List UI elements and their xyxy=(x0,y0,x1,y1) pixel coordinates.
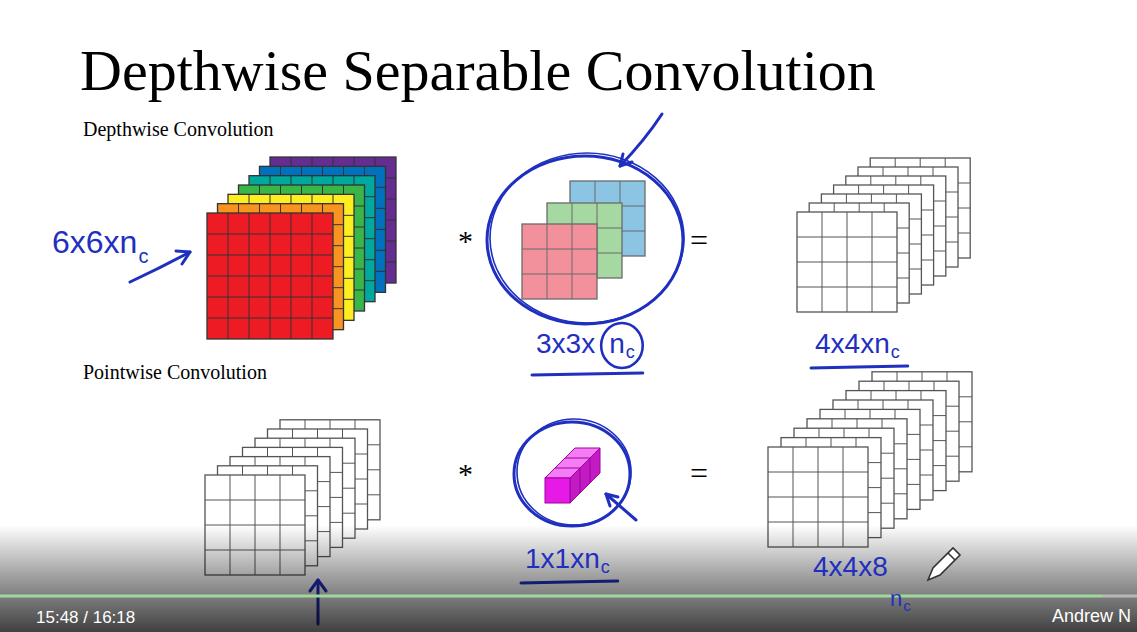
dimension-label: n xyxy=(609,330,625,358)
pencil-cursor xyxy=(928,548,960,580)
dimension-label: 4x4xn xyxy=(815,330,890,358)
annotation-arrow xyxy=(620,114,662,166)
dimension-label: 6x6xn xyxy=(52,226,137,258)
dimension-label: 4x4x8 xyxy=(813,553,888,581)
annotation-underline xyxy=(532,373,643,375)
output-volume-grid-line xyxy=(872,212,873,312)
section-heading: Pointwise Convolution xyxy=(83,362,267,382)
pointwise-filter-seam xyxy=(565,458,590,459)
output-volume-grid-face xyxy=(797,212,897,312)
annotation-arrowhead xyxy=(620,154,632,166)
progress-track xyxy=(1102,595,1137,598)
depthwise-filter-grid-face xyxy=(522,224,597,299)
pointwise-filter-front xyxy=(545,478,570,503)
annotation-circle xyxy=(601,323,643,368)
pointwise-filter-seam xyxy=(590,458,591,483)
subscript: c xyxy=(601,558,610,576)
dimension-label: 3x3x xyxy=(536,330,595,358)
output-volume-grid-line xyxy=(768,497,868,498)
input-volume-grid-line xyxy=(291,213,292,339)
input-volume-grid-line xyxy=(207,297,333,298)
depthwise-filter-grid-line xyxy=(522,274,597,275)
subscript: c xyxy=(903,598,911,613)
annotation-arrowhead xyxy=(176,251,190,264)
subscript: c xyxy=(138,246,148,266)
pencil-body xyxy=(928,548,960,580)
input-volume-grid-line xyxy=(312,213,313,339)
pointwise-filter xyxy=(545,448,600,503)
video-time: 15:48 / 16:18 xyxy=(36,609,135,626)
pointwise-filter-seam xyxy=(580,468,581,493)
output-volume-grid-line xyxy=(768,522,868,523)
dimension-label: n xyxy=(890,588,902,610)
operator-symbol: = xyxy=(690,457,708,489)
operator-symbol: * xyxy=(458,459,473,489)
input-volume-grid-line xyxy=(207,318,333,319)
operator-symbol: = xyxy=(690,224,708,256)
pencil-band xyxy=(948,553,955,560)
pointwise-filter-side xyxy=(570,448,600,503)
dimension-label: 1x1xn xyxy=(525,545,600,573)
depthwise-filter-grid-line xyxy=(572,224,573,299)
input-volume-grid xyxy=(207,213,333,339)
input-volume-grid-face xyxy=(207,213,333,339)
section-heading: Depthwise Convolution xyxy=(83,119,274,139)
depthwise-filter-grid xyxy=(522,224,597,299)
annotation-underline xyxy=(811,366,908,368)
depthwise-filter-grid-line xyxy=(522,249,597,250)
annotation-circle xyxy=(490,153,684,323)
subscript: c xyxy=(891,343,900,361)
annotation-arrow xyxy=(606,494,636,520)
output-volume-grid-line xyxy=(797,287,897,288)
output-volume-grid-line xyxy=(797,262,897,263)
presenter-name: Andrew N xyxy=(1052,607,1131,625)
input-volume-grid-line xyxy=(207,276,333,277)
subscript: c xyxy=(626,343,635,361)
annotation-circle xyxy=(517,419,631,525)
slide-title: Depthwise Separable Convolution xyxy=(80,42,876,100)
depthwise-filter-grid-line xyxy=(547,224,548,299)
annotation-arrowhead xyxy=(606,494,618,506)
pointwise-filter-seam xyxy=(555,468,580,469)
progress-played xyxy=(0,595,1102,598)
output-volume-grid xyxy=(797,212,897,312)
operator-symbol: * xyxy=(458,226,473,256)
player-shade xyxy=(0,525,1137,632)
